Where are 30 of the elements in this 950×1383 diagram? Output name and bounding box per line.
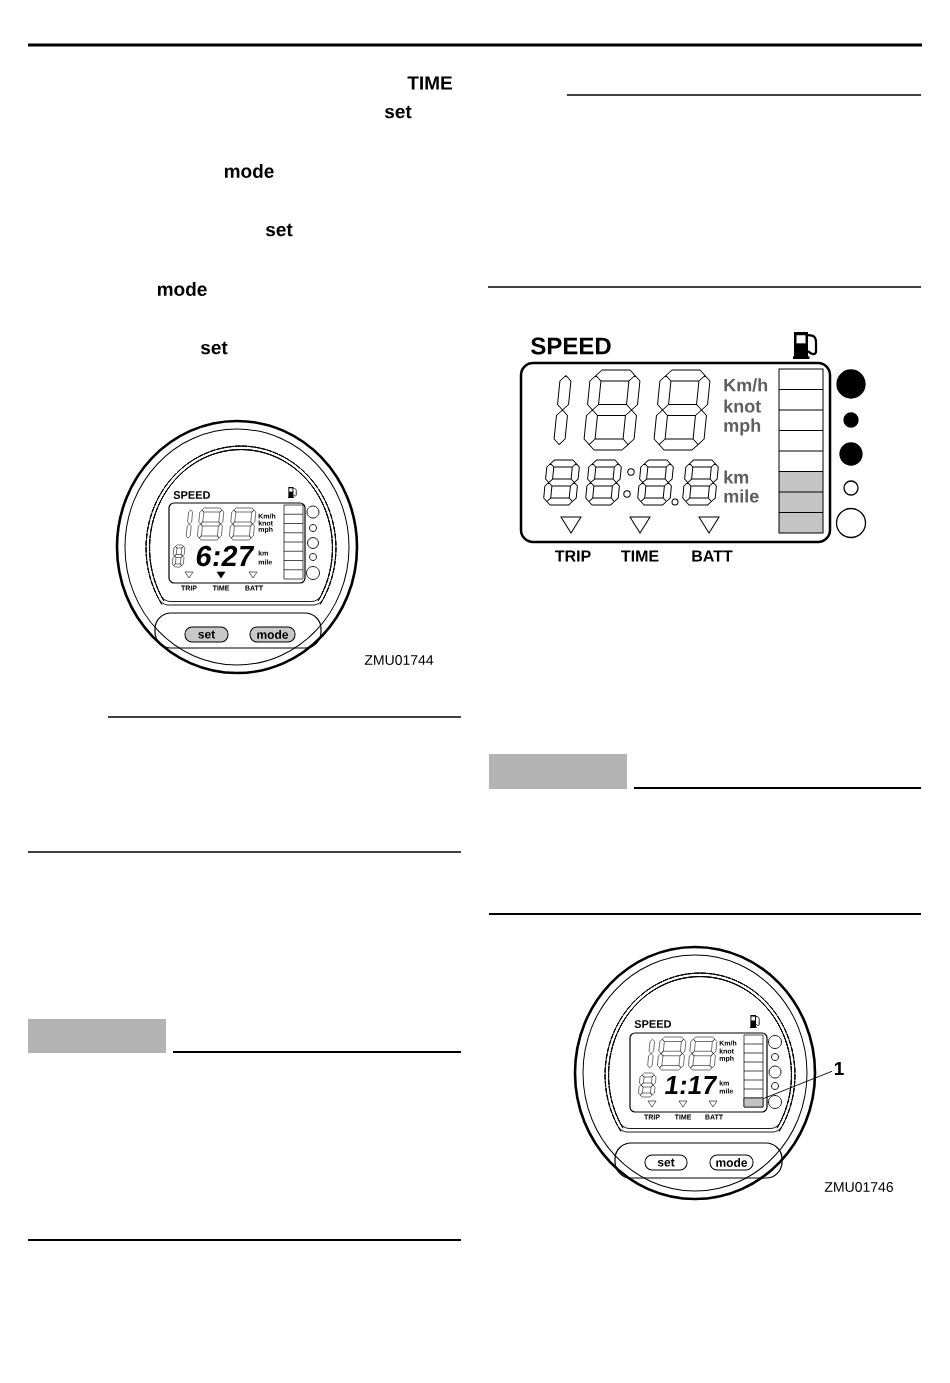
inline-keyword: TIME [407,76,452,90]
display-label: SPEED [634,1020,672,1028]
figure-code: ZMU01744 [364,655,434,665]
display-label: SPEED [173,491,211,499]
indicator-label: TIME [621,550,659,562]
inline-keyword: set [265,223,293,237]
unit-label: km [724,470,749,484]
button: set [184,626,229,643]
unit-label: mph [724,418,761,436]
shaded-block [28,1019,166,1053]
lcd-digits: 6:27 [196,545,255,567]
lcd-digits: 1:17 [665,1076,718,1094]
shaded-block [489,754,627,789]
bar-segment [743,1097,764,1108]
display-label: SPEED [531,337,611,355]
leader-line [762,1070,833,1100]
figure-code: ZMU01746 [824,1182,893,1192]
indicator-label: TRIP [554,550,591,562]
inline-keyword: set [200,341,228,355]
inline-keyword: set [384,105,412,119]
inline-keyword: mode [224,164,274,178]
button: mode [709,1154,754,1171]
indicator-label: BATT [692,550,733,562]
unit-label: Km/h [724,378,768,392]
inline-keyword: mode [157,282,207,296]
unit-label: knot [724,399,761,413]
callout-number: 1 [834,1062,844,1076]
button: set [644,1154,688,1171]
button: mode [249,626,296,643]
unit-label: mile [724,489,759,503]
